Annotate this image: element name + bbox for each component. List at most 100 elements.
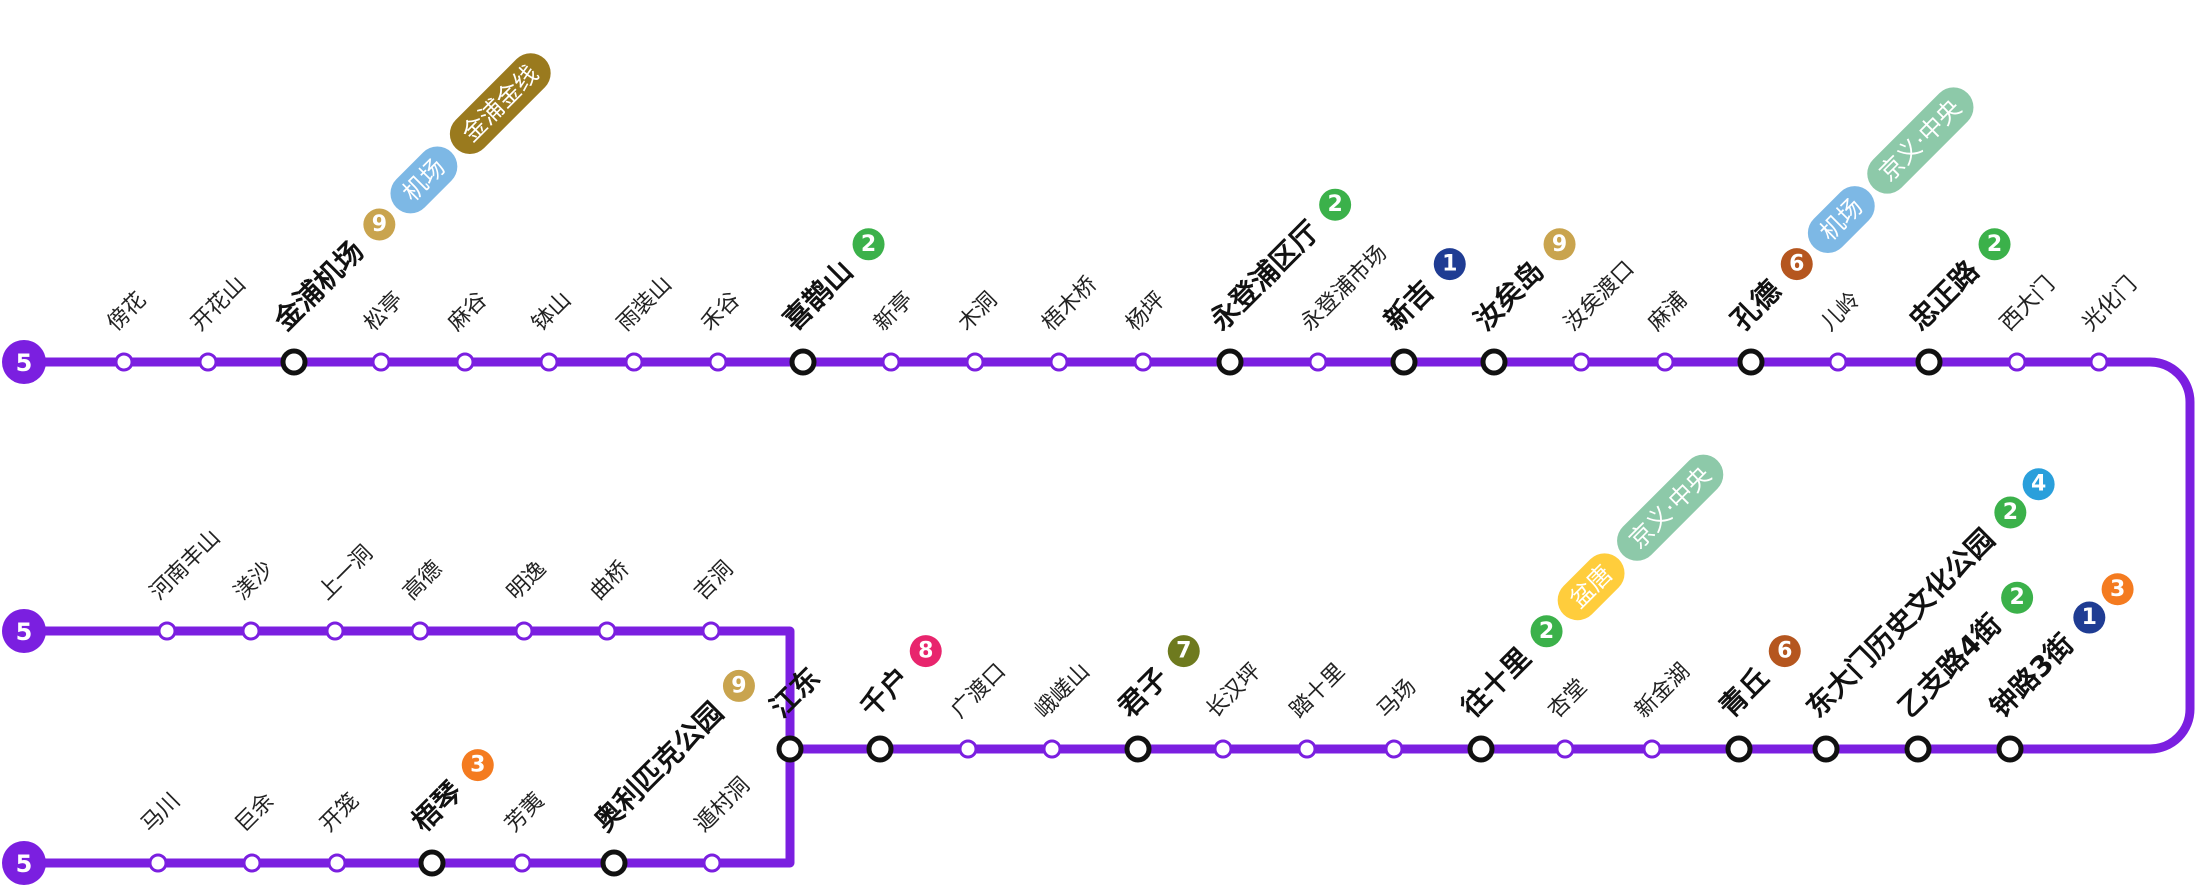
station-marker[interactable] (539, 352, 559, 372)
station-name: 喜鹊山 (777, 254, 860, 337)
station-marker[interactable] (198, 352, 218, 372)
transfer-line-badge-label: 3 (470, 753, 485, 778)
transfer-station-marker[interactable] (1480, 348, 1508, 376)
station[interactable]: 河南丰山 (146, 525, 226, 641)
station-marker[interactable] (512, 853, 532, 873)
station-marker[interactable] (325, 621, 345, 641)
station-marker[interactable] (371, 352, 391, 372)
station[interactable]: 新吉1 (1378, 241, 1473, 376)
station-marker[interactable] (242, 853, 262, 873)
station-marker[interactable] (1555, 739, 1575, 759)
transfer-line-pill (390, 146, 458, 214)
line-number-circle (2, 340, 46, 384)
station-marker[interactable] (597, 621, 617, 641)
station-label-group: 踏十里 (1286, 659, 1350, 723)
station[interactable]: 汝矣渡口 (1560, 256, 1640, 372)
station-marker[interactable] (1384, 739, 1404, 759)
station-marker[interactable] (1213, 739, 1233, 759)
transfer-station-marker[interactable] (280, 348, 308, 376)
transfer-station-marker[interactable] (866, 735, 894, 763)
station-marker[interactable] (157, 621, 177, 641)
station[interactable]: 长汉坪 (1202, 659, 1266, 759)
transfer-station-marker[interactable] (1725, 735, 1753, 763)
transfer-station-marker[interactable] (1467, 735, 1495, 763)
transfer-station-marker[interactable] (1737, 348, 1765, 376)
station-marker[interactable] (514, 621, 534, 641)
station-marker[interactable] (1308, 352, 1328, 372)
transfer-station-marker[interactable] (1915, 348, 1943, 376)
station[interactable]: 光化门 (2078, 272, 2142, 372)
station-marker[interactable] (148, 853, 168, 873)
station-marker[interactable] (1655, 352, 1675, 372)
transfer-station-marker[interactable] (776, 735, 804, 763)
transfer-line-badge-icon (2022, 468, 2055, 501)
station-marker[interactable] (881, 352, 901, 372)
station-marker[interactable] (1049, 352, 1069, 372)
station[interactable]: 青丘6 (1713, 628, 1808, 763)
transfer-line-pill-label: 京义·中央 (1624, 461, 1717, 554)
station-label-group: 明逸 (503, 556, 552, 605)
transfer-station-marker[interactable] (1812, 735, 1840, 763)
transfer-line-badge-icon (1780, 248, 1813, 281)
station-marker[interactable] (708, 352, 728, 372)
station-marker[interactable] (410, 621, 430, 641)
transfer-station-marker[interactable] (1390, 348, 1418, 376)
transfer-line-badge-icon (363, 208, 396, 241)
station-marker[interactable] (965, 352, 985, 372)
station-marker[interactable] (2089, 352, 2109, 372)
station[interactable]: 雨装山 (613, 272, 677, 372)
station-name: 汝矣渡口 (1560, 256, 1640, 336)
station[interactable]: 永登浦市场 (1297, 241, 1392, 372)
station-marker[interactable] (1297, 739, 1317, 759)
station[interactable]: 君子7 (1112, 628, 1207, 763)
transfer-station-marker[interactable] (1216, 348, 1244, 376)
station-marker[interactable] (241, 621, 261, 641)
transfer-station-marker[interactable] (418, 849, 446, 877)
station[interactable]: 西大门 (1996, 272, 2060, 372)
station-marker[interactable] (455, 352, 475, 372)
station-name: 吉洞 (690, 556, 739, 605)
station[interactable]: 遁村洞 (691, 773, 755, 873)
station-marker[interactable] (624, 352, 644, 372)
station[interactable]: 新金湖 (1631, 659, 1695, 759)
station[interactable]: 峨嵯山 (1031, 659, 1095, 759)
transfer-line-badge-icon (1433, 248, 1466, 281)
transfer-line-badge-label: 9 (731, 673, 746, 698)
station-marker[interactable] (958, 739, 978, 759)
station-marker[interactable] (702, 853, 722, 873)
station-marker[interactable] (1828, 352, 1848, 372)
station-label-group: 麻谷 (444, 287, 493, 336)
transfer-line-badge-icon (1994, 496, 2027, 529)
station-marker[interactable] (327, 853, 347, 873)
station-marker[interactable] (1042, 739, 1062, 759)
station[interactable]: 梧木桥 (1038, 272, 1102, 372)
transfer-station-marker[interactable] (1996, 735, 2024, 763)
station-marker[interactable] (1642, 739, 1662, 759)
station-marker[interactable] (114, 352, 134, 372)
station[interactable]: 梧琴3 (406, 742, 501, 877)
station-marker[interactable] (1571, 352, 1591, 372)
transfer-station-marker[interactable] (1904, 735, 1932, 763)
station[interactable]: 踏十里 (1286, 659, 1350, 759)
station[interactable]: 开花山 (187, 272, 251, 372)
station[interactable]: 广渡口 (947, 659, 1011, 759)
station-name: 新亭 (870, 287, 919, 336)
transfer-station-marker[interactable] (600, 849, 628, 877)
station-marker[interactable] (2007, 352, 2027, 372)
transfer-station-marker[interactable] (1124, 735, 1152, 763)
station[interactable]: 千户8 (854, 628, 949, 763)
station-marker[interactable] (701, 621, 721, 641)
station[interactable]: 上一洞 (314, 541, 378, 641)
transfer-station-marker[interactable] (789, 348, 817, 376)
transfer-line-badge-label: 4 (2031, 472, 2046, 497)
station-marker[interactable] (1133, 352, 1153, 372)
station-label-group: 新吉1 (1378, 248, 1466, 337)
